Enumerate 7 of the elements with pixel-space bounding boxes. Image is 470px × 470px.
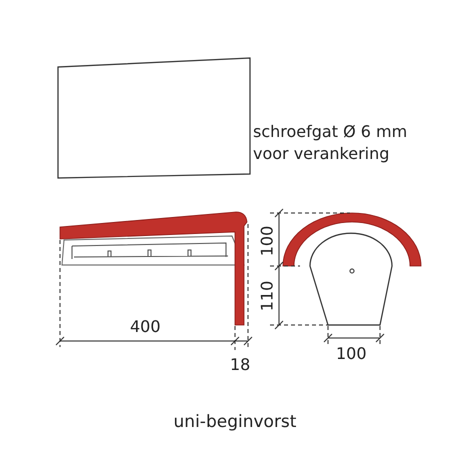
dimension-label: 100 [336, 343, 367, 365]
caption: uni-beginvorst [172, 411, 298, 433]
dimension-label: 400 [130, 316, 161, 338]
dimension-label: 100 [256, 226, 278, 256]
dimension-label: 18 [230, 354, 250, 376]
note-text: schroefgat Ø 6 mm voor verankering [253, 121, 408, 165]
dimension-label: 110 [256, 280, 278, 312]
